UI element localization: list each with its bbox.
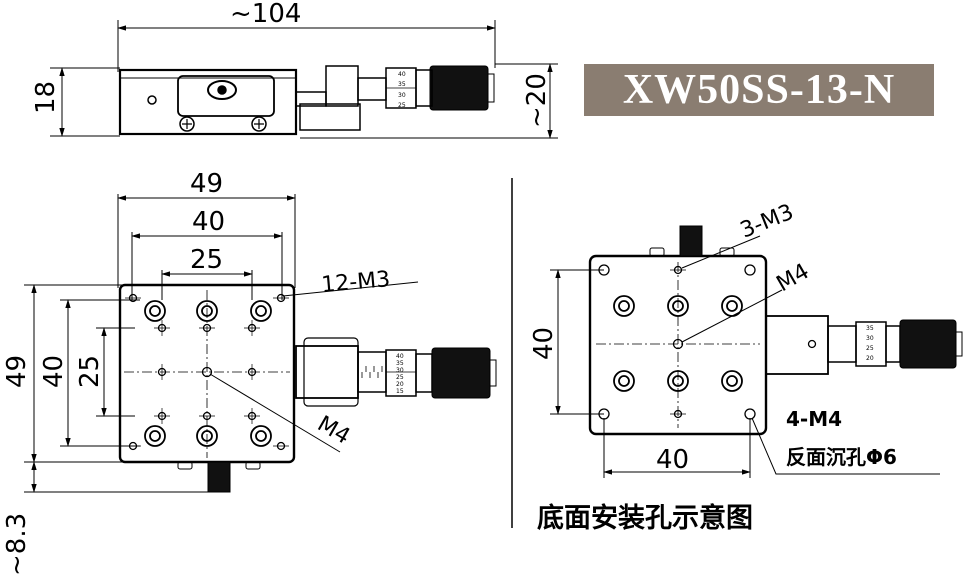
scale-tick: 35 (866, 325, 874, 332)
side-scale-ticks: 40 35 30 25 (398, 71, 406, 109)
width-label: ~104 (230, 0, 301, 29)
scale-tick: 40 (396, 353, 404, 360)
scale-tick: 20 (866, 355, 874, 362)
scale-tick: 35 (396, 360, 404, 367)
bottom-holes-label: 3-M3 (737, 200, 797, 244)
scale-tick: 15 (396, 388, 404, 395)
model-title: XW50SS-13-N (622, 67, 896, 113)
bottom-view-caption: 底面安装孔示意图 (537, 503, 753, 534)
scale-tick: 30 (398, 92, 406, 99)
outer-width-label: 49 (190, 169, 223, 199)
top-view (24, 194, 497, 493)
counterbore-label: 反面沉孔Φ6 (786, 445, 897, 469)
scale-tick: 35 (398, 81, 406, 88)
inner-height-label: 25 (75, 355, 105, 388)
mid-width-label: 40 (192, 207, 225, 237)
scale-tick: 40 (398, 71, 406, 78)
bottom-width-label: 40 (656, 445, 689, 475)
inner-width-label: 25 (190, 245, 223, 275)
side-view (50, 20, 558, 139)
outer-height-label: 49 (2, 355, 32, 388)
bottom-height-label: 40 (529, 327, 559, 360)
holes-label: 12-M3 (320, 267, 391, 298)
height-label: 18 (31, 81, 61, 114)
scale-tick: 30 (396, 367, 404, 374)
scale-tick: 30 (866, 335, 874, 342)
offset-label: ~8.3 (2, 513, 32, 576)
model-title-box: XW50SS-13-N (584, 64, 934, 116)
mid-height-label: 40 (39, 355, 69, 388)
bottom-view (550, 225, 963, 478)
scale-tick: 20 (396, 381, 404, 388)
knob-height-label: ~20 (522, 73, 552, 128)
corner-holes-label: 4-M4 (786, 407, 842, 431)
scale-tick: 25 (398, 102, 406, 109)
scale-tick: 25 (396, 374, 404, 381)
bottom-scale-ticks: 35 30 25 20 (866, 325, 874, 362)
top-scale-ticks: 40 35 30 25 20 15 (396, 353, 404, 395)
center-label: M4 (313, 412, 354, 450)
scale-tick: 25 (866, 345, 874, 352)
